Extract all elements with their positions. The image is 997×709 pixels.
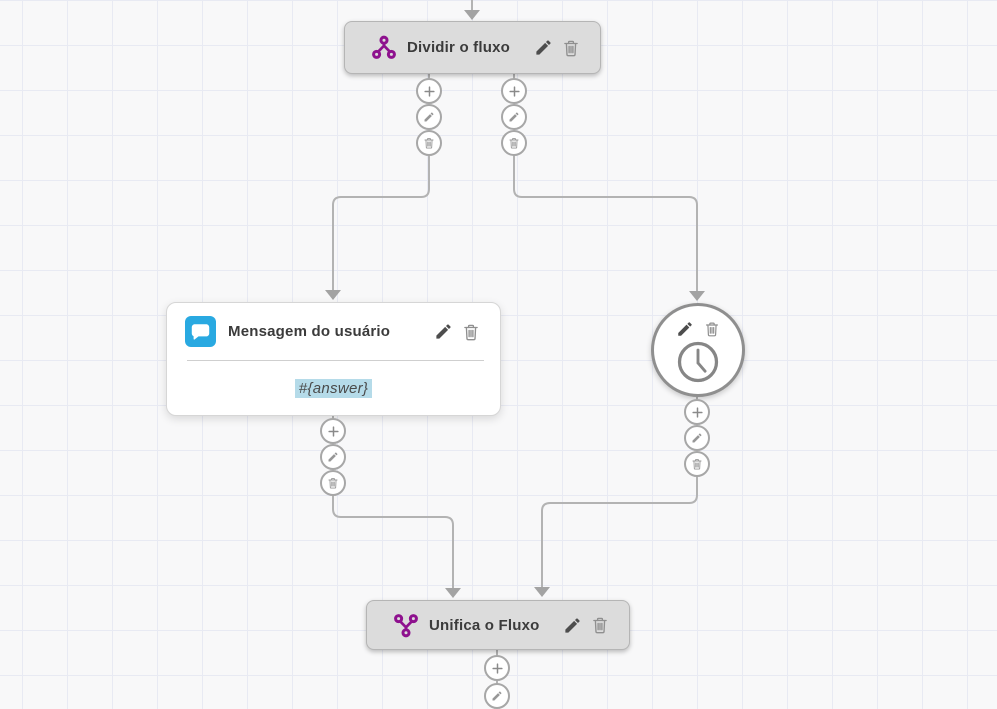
chat-bubble-icon [185, 316, 216, 347]
node-actions [534, 38, 580, 57]
timer-branch-actions [684, 399, 710, 477]
merge-output-actions [484, 655, 510, 709]
pencil-icon [691, 432, 703, 444]
delete-connection-button[interactable] [320, 470, 346, 496]
node-actions [434, 322, 480, 341]
add-step-button[interactable] [684, 399, 710, 425]
node-title: Dividir o fluxo [407, 39, 511, 56]
trash-icon [508, 137, 520, 149]
delete-node-icon[interactable] [591, 616, 609, 634]
pencil-icon [508, 111, 520, 123]
add-step-button[interactable] [320, 418, 346, 444]
delete-node-icon[interactable] [704, 321, 720, 337]
node-timer[interactable] [651, 303, 745, 397]
message-variable-chip: #{answer} [294, 378, 373, 398]
add-step-button[interactable] [501, 78, 527, 104]
edit-connection-button[interactable] [416, 104, 442, 130]
pencil-icon [327, 451, 339, 463]
delete-node-icon[interactable] [562, 39, 580, 57]
connector-timer-to-merge [541, 475, 698, 587]
trash-icon [423, 137, 435, 149]
node-actions [563, 616, 609, 635]
arrowhead-into-merge-right [534, 587, 550, 597]
delete-connection-button[interactable] [684, 451, 710, 477]
edit-node-icon[interactable] [434, 322, 453, 341]
split-flow-icon [371, 35, 397, 60]
node-title: Unifica o Fluxo [429, 616, 540, 634]
message-branch-actions [320, 418, 346, 496]
message-node-header: Mensagem do usuário [167, 303, 500, 360]
clock-icon [675, 339, 721, 385]
edit-connection-button[interactable] [684, 425, 710, 451]
merge-flow-icon [393, 613, 419, 638]
pencil-icon [491, 690, 503, 702]
edit-connection-button[interactable] [484, 683, 510, 709]
arrowhead-into-message-node [325, 290, 341, 300]
trash-icon [691, 458, 703, 470]
edit-node-icon[interactable] [534, 38, 553, 57]
edit-connection-button[interactable] [501, 104, 527, 130]
delete-connection-button[interactable] [416, 130, 442, 156]
plus-icon [690, 405, 705, 420]
node-title: Mensagem do usuário [228, 323, 391, 340]
header-divider [187, 360, 484, 361]
plus-icon [490, 661, 505, 676]
message-node-body: #{answer} [167, 361, 500, 415]
branch-right-actions [501, 78, 527, 156]
add-step-button[interactable] [416, 78, 442, 104]
edit-connection-button[interactable] [320, 444, 346, 470]
arrowhead-into-timer-node [689, 291, 705, 301]
connector-split-to-timer [513, 153, 698, 291]
node-actions [676, 320, 720, 338]
trash-icon [327, 477, 339, 489]
node-user-message[interactable]: Mensagem do usuário #{answer} [166, 302, 501, 416]
arrowhead-into-merge-left [445, 588, 461, 598]
flow-connectors [325, 0, 705, 686]
plus-icon [507, 84, 522, 99]
branch-left-actions [416, 78, 442, 156]
add-step-button[interactable] [484, 655, 510, 681]
connector-split-to-message [332, 153, 430, 290]
connector-message-to-merge [332, 494, 454, 588]
plus-icon [422, 84, 437, 99]
delete-node-icon[interactable] [462, 323, 480, 341]
arrowhead-into-split-node [464, 10, 480, 20]
node-split-flow[interactable]: Dividir o fluxo [344, 21, 601, 74]
delete-connection-button[interactable] [501, 130, 527, 156]
node-merge-flow[interactable]: Unifica o Fluxo [366, 600, 630, 650]
pencil-icon [423, 111, 435, 123]
plus-icon [326, 424, 341, 439]
edit-node-icon[interactable] [676, 320, 694, 338]
edit-node-icon[interactable] [563, 616, 582, 635]
